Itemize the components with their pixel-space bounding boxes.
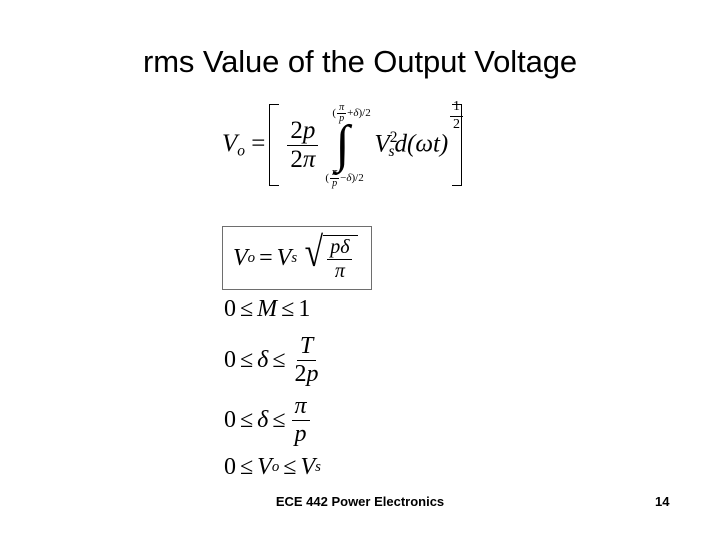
ineq0-le-2: ≤ — [281, 296, 295, 322]
integrand-variable: V — [374, 130, 390, 158]
integrand-differential: d(ωt) — [394, 130, 449, 158]
ineq2-bound-fraction: π p — [291, 394, 310, 447]
ineq1-zero: 0 — [224, 346, 236, 373]
ineq1-bound-numerator: T — [296, 334, 317, 361]
coefficient-denominator: 2π — [290, 145, 316, 173]
main-lhs-subscript: o — [237, 142, 246, 160]
ineq0-bound: 1 — [298, 296, 311, 322]
inequality-row: 0 ≤ δ ≤ π p — [224, 394, 312, 447]
ineq3-le-2: ≤ — [283, 454, 297, 480]
exponent-denominator: 2 — [453, 116, 460, 132]
integrand-exponent: 2 — [389, 129, 398, 147]
integral-sign: ∫ — [335, 116, 350, 173]
inequality-row: 0 ≤ δ ≤ T 2p — [224, 334, 324, 387]
ineq2-le-1: ≤ — [240, 406, 254, 433]
ineq3-bound-variable: V — [300, 454, 316, 480]
coefficient-numerator: 2p — [287, 117, 319, 146]
ineq3-variable-subscript: o — [271, 459, 280, 475]
ineq2-zero: 0 — [224, 406, 236, 433]
ineq2-bound-denominator: p — [294, 420, 307, 447]
ineq2-bound-numerator: π — [291, 394, 310, 421]
boxed-lhs-variable: V — [233, 244, 248, 271]
upper-limit-fraction: π p — [337, 102, 347, 125]
ineq3-zero: 0 — [224, 454, 236, 480]
boxed-rhs-subscript: s — [291, 249, 298, 266]
ineq1-bound-denominator: 2p — [294, 360, 319, 387]
integral-operator: ( π p +δ)/2 ∫ ( π p −δ)/2 — [325, 102, 372, 188]
close-bracket — [452, 104, 463, 186]
ineq1-variable: δ — [257, 346, 269, 373]
ineq0-variable: M — [257, 296, 278, 322]
integrand-subscript: s — [388, 142, 395, 160]
integral-lower-limit: ( π p −δ)/2 — [325, 166, 364, 189]
open-bracket — [269, 104, 280, 186]
radical-sign: √ — [304, 229, 324, 276]
bracket-group: 2p 2π ( π p +δ)/2 ∫ ( π p — [269, 102, 463, 188]
ineq3-bound-subscript: s — [315, 459, 321, 475]
ineq0-le-1: ≤ — [240, 296, 254, 322]
ineq1-le-1: ≤ — [240, 346, 254, 373]
ineq1-bound-fraction: T 2p — [292, 334, 322, 387]
page-title: rms Value of the Output Voltage — [142, 44, 578, 79]
integrand: V2sd(ωt) — [374, 129, 448, 161]
exponent-numerator: 1 — [450, 99, 463, 117]
integral-upper-limit: ( π p +δ)/2 — [332, 102, 371, 125]
footer-course-label: ECE 442 Power Electronics — [275, 494, 445, 509]
main-equals-sign: = — [251, 129, 266, 157]
radicand: pδ π — [323, 234, 359, 282]
radicand-denominator: π — [334, 259, 345, 282]
ineq3-variable: V — [257, 454, 272, 480]
radicand-numerator: pδ — [327, 236, 353, 260]
inequality-row: 0 ≤ M ≤ 1 — [224, 296, 310, 323]
ineq2-le-2: ≤ — [272, 406, 286, 433]
exponent-fraction: 1 2 — [450, 99, 463, 132]
bracket-contents: 2p 2π ( π p +δ)/2 ∫ ( π p — [279, 102, 452, 188]
footer-page-number: 14 — [655, 494, 670, 509]
ineq0-zero: 0 — [224, 296, 236, 322]
radicand-fraction: pδ π — [327, 236, 353, 282]
ineq1-le-2: ≤ — [272, 346, 286, 373]
ineq2-variable: δ — [257, 406, 269, 433]
coefficient-fraction: 2p 2π — [287, 117, 319, 173]
boxed-rhs-variable: V — [276, 244, 292, 271]
boxed-lhs-subscript: o — [247, 249, 256, 266]
boxed-equals-sign: = — [259, 244, 273, 271]
lower-limit-fraction: π p — [330, 166, 340, 189]
square-root: √ pδ π — [300, 229, 359, 282]
main-equation: Vo = 2p 2π ( π p +δ)/2 — [222, 102, 463, 188]
ineq3-le-1: ≤ — [240, 454, 254, 480]
main-lhs-variable: V — [222, 129, 238, 157]
main-equation-lhs: Vo = — [222, 130, 265, 160]
bracket-exponent: 1 2 — [448, 99, 465, 132]
